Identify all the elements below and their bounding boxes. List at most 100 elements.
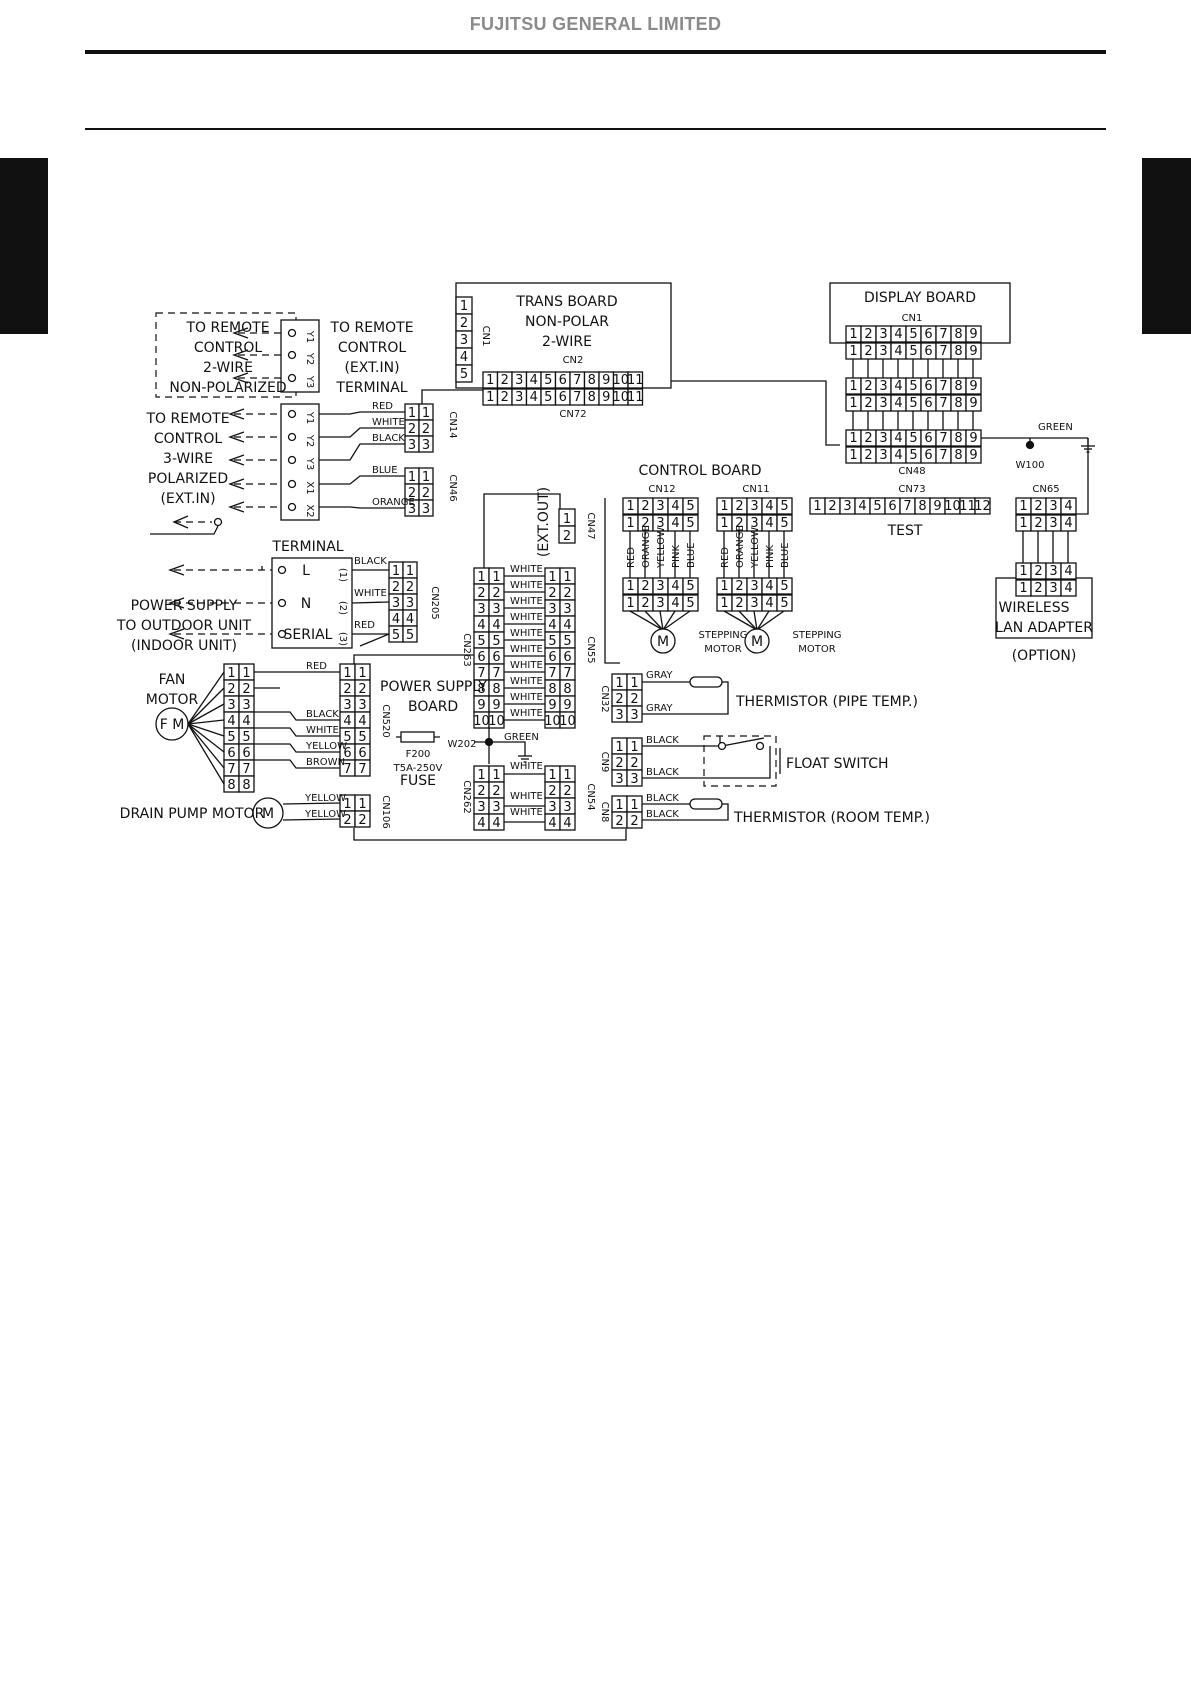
- drain-pump-motor-symbol: [252, 797, 284, 829]
- fan-motor-connector-pin-number: 8: [227, 778, 235, 793]
- cn263-pin-number: 9: [477, 698, 485, 713]
- cn73-pin-number: 11: [959, 499, 976, 514]
- stepping-motor-lead: [644, 610, 664, 631]
- power-supply-board-label: POWER SUPPLY: [380, 679, 487, 695]
- cn55-pin-number: 6: [563, 650, 571, 665]
- cn48-b-pin-number: 8: [954, 448, 962, 463]
- cn14-wire-color: BLACK: [372, 433, 405, 444]
- cn48-b-pin: [965, 446, 982, 464]
- cn205-pin-number: 2: [406, 580, 414, 595]
- cn520-pin-number: 7: [343, 762, 351, 777]
- stepping-motor-label: MOTOR: [704, 644, 741, 655]
- cn520-pin-number: 5: [343, 730, 351, 745]
- cn12-motor-b-pin-number: 4: [671, 596, 679, 611]
- cn72-pin-number: 5: [544, 390, 552, 405]
- ground-arrow-head: [172, 515, 189, 529]
- fan-motor-wire-color: RED: [306, 661, 327, 672]
- cn262-wire-color: WHITE: [510, 761, 543, 772]
- cn14-pin-number: 2: [408, 422, 416, 437]
- remote-2wire-arrow-head: [232, 349, 249, 361]
- power-terminal-number: (2): [337, 601, 348, 615]
- cn263-pin-number: 4: [492, 618, 500, 633]
- cn1-pin-number: 3: [460, 333, 468, 348]
- cn106-label: CN106: [380, 795, 391, 829]
- cn11-motor-b-pin-number: 5: [780, 596, 788, 611]
- cn263-pin-number: 8: [477, 682, 485, 697]
- fan-motor-connector-pin: [238, 775, 255, 793]
- cn520-pin-number: 4: [358, 714, 366, 729]
- terminal-label: TERMINAL: [271, 539, 343, 555]
- cn106-pin-number: 2: [358, 813, 366, 828]
- thermistor-pipe-wire: [642, 681, 729, 715]
- display-cn1-b-pin: [965, 342, 982, 360]
- cn9-pin-number: 2: [630, 756, 638, 771]
- cn14-pin-number: 3: [422, 438, 430, 453]
- cn14-pin-number: 3: [408, 438, 416, 453]
- cn65-a-pin-number: 3: [1049, 499, 1057, 514]
- cn55-pin-number: 5: [563, 634, 571, 649]
- cn32-pin-number: 2: [615, 692, 623, 707]
- fan-motor-connector-pin-number: 6: [227, 746, 235, 761]
- cn8-pin-number: 1: [615, 798, 623, 813]
- fan-motor-connector-pin-number: 5: [227, 730, 235, 745]
- remote-ext-in-label: TO REMOTE: [329, 320, 413, 336]
- cn72-pin: [627, 388, 644, 406]
- cn1-pin-number: 2: [460, 316, 468, 331]
- fuse-label: F200: [406, 749, 431, 760]
- wireless-option-label: (OPTION): [1012, 648, 1077, 664]
- cn54-pin-number: 1: [548, 768, 556, 783]
- cn11-b-pin-number: 4: [765, 516, 773, 531]
- cn2-pin-number: 2: [501, 373, 509, 388]
- fan-motor-connector-pin-number: 2: [242, 682, 250, 697]
- cn55-pin-number: 4: [563, 618, 571, 633]
- cn11-motor-a-pin-number: 2: [735, 579, 743, 594]
- w202-node: [484, 737, 494, 747]
- fan-motor-wire: [254, 711, 340, 721]
- cn73-label: CN73: [898, 484, 925, 495]
- trans-to-display-wire: [643, 380, 840, 446]
- cn205-wire-color: RED: [354, 620, 375, 631]
- cn48-b-pin-number: 1: [849, 448, 857, 463]
- drain-pump-wire: [282, 802, 341, 805]
- fan-motor-lead: [187, 723, 225, 769]
- display-cn-c-pin-number: 3: [879, 379, 887, 394]
- cn263-pin-number: 10: [488, 714, 505, 729]
- cn12-b-pin-number: 1: [626, 516, 634, 531]
- wireless-label: LAN ADAPTER: [995, 620, 1093, 636]
- cn9-pin-number: 1: [615, 740, 623, 755]
- power-supply-outdoor-label: TO OUTDOOR UNIT: [116, 618, 252, 634]
- cn55-pin-number: 8: [548, 682, 556, 697]
- fan-motor-wire: [254, 727, 340, 737]
- power-terminal-dot: [277, 565, 287, 575]
- fan-motor-lead: [187, 671, 225, 725]
- cn32-pin-number: 3: [630, 708, 638, 723]
- cn14-pin-number: 1: [408, 406, 416, 421]
- stepping-motor-lead: [659, 610, 664, 631]
- cn263-wire-color: WHITE: [510, 660, 543, 671]
- cn48-a-pin-number: 9: [969, 431, 977, 446]
- power-supply-board-label: BOARD: [408, 699, 458, 715]
- ground-line: [150, 525, 219, 535]
- wireless-pins-a-pin-number: 3: [1049, 564, 1057, 579]
- display-cn1-a-pin: [965, 325, 982, 343]
- cn73-pin-number: 1: [813, 499, 821, 514]
- thermistor-room-wire-color: BLACK: [646, 809, 679, 820]
- fuse-label: FUSE: [400, 773, 436, 789]
- cn263-wire-color: WHITE: [510, 596, 543, 607]
- cn205-pin-number: 4: [406, 612, 414, 627]
- cn73-pin-number: 8: [918, 499, 926, 514]
- cn520-pin-number: 3: [358, 698, 366, 713]
- remote-2wire-label: TO REMOTE: [185, 320, 269, 336]
- cn48-a-pin-number: 4: [894, 431, 902, 446]
- display-cn1-b-pin-number: 6: [924, 344, 932, 359]
- cn55-pin-number: 10: [544, 714, 561, 729]
- remote-terminal-dot: [287, 373, 297, 383]
- cn1-label: CN1: [480, 326, 491, 347]
- cn55-pin-number: 1: [563, 570, 571, 585]
- cn54-label: CN54: [585, 783, 596, 810]
- cn11-motor-a-pin-number: 4: [765, 579, 773, 594]
- fan-motor-connector-pin-number: 7: [227, 762, 235, 777]
- cn46-pin-number: 2: [408, 486, 416, 501]
- cn48-a-pin-number: 3: [879, 431, 887, 446]
- cn11-b-pin: [776, 514, 793, 532]
